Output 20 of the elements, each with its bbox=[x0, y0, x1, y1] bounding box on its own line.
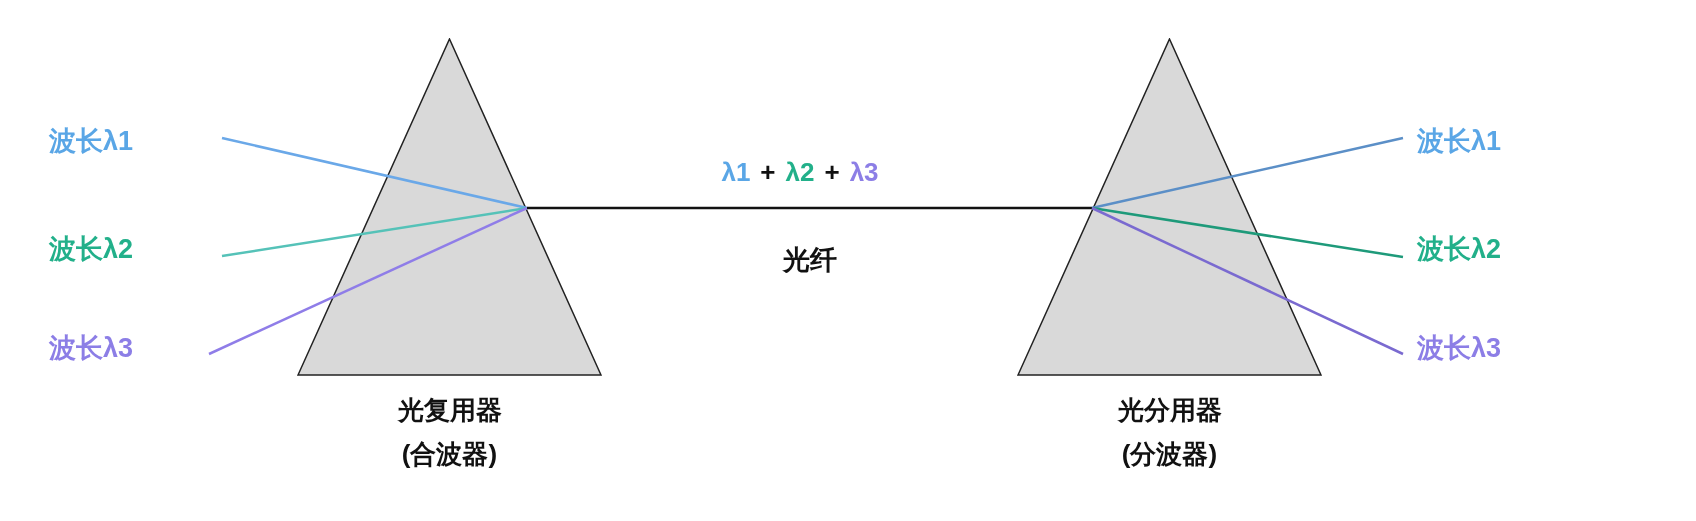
wavelength-symbol: λ1 bbox=[721, 157, 751, 187]
wavelength-label: 波长λ1 bbox=[49, 125, 134, 157]
light-ray bbox=[208, 206, 528, 356]
wavelength-label: 波长λ2 bbox=[1417, 233, 1502, 265]
wavelength-label: 波长λ1 bbox=[1417, 125, 1502, 157]
fiber-line bbox=[527, 206, 1092, 210]
light-ray bbox=[221, 136, 528, 210]
light-ray bbox=[1091, 206, 1404, 259]
plus-sign: + bbox=[824, 157, 840, 187]
wavelength-symbol: λ2 bbox=[785, 157, 815, 187]
wavelength-label: 波长λ3 bbox=[49, 332, 134, 364]
plus-sign: + bbox=[760, 157, 776, 187]
wavelength-symbol: λ3 bbox=[849, 157, 879, 187]
wavelength-label: 波长λ3 bbox=[1417, 332, 1502, 364]
light-ray bbox=[221, 206, 528, 258]
light-ray bbox=[1091, 136, 1404, 210]
device-label: 光复用器(合波器) bbox=[396, 394, 503, 471]
light-ray bbox=[1091, 206, 1404, 356]
wavelength-label: 波长λ2 bbox=[49, 233, 134, 265]
device-label: 光分用器(分波器) bbox=[1116, 394, 1223, 471]
